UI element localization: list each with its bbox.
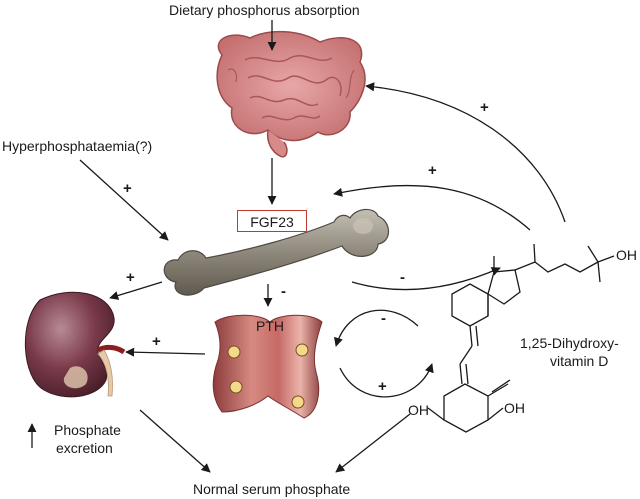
- label-oh-right: OH: [504, 400, 525, 416]
- intestine-illustration: [216, 30, 366, 158]
- sign-plus-loop: +: [378, 378, 387, 395]
- label-phosphate-line2: excretion: [56, 440, 113, 456]
- arrow-vitd-to-pth-inhibit: [334, 309, 419, 347]
- vitamin-d-structure: [427, 243, 615, 433]
- sign-minus-loop: -: [381, 310, 386, 327]
- sign-plus-hyper: +: [123, 180, 132, 197]
- label-normal-serum-phosphate: Normal serum phosphate: [193, 481, 351, 497]
- arrow-pth-to-kidney: [125, 347, 206, 357]
- label-dietary-absorption: Dietary phosphorus absorption: [169, 2, 360, 18]
- arrow-hyper-to-bone: [79, 159, 169, 241]
- sign-plus-vitd-gut: +: [480, 99, 489, 116]
- label-oh-top: OH: [616, 247, 637, 263]
- label-oh-left: OH: [408, 402, 429, 418]
- arrow-pth-to-vitd-stimulate: [339, 363, 434, 398]
- label-phosphate-line1: Phosphate: [54, 422, 121, 438]
- sign-minus-bone-vitd: -: [400, 269, 405, 286]
- kidney-illustration: [24, 291, 126, 398]
- bone-illustration: [163, 208, 390, 296]
- arrow-bone-to-kidney: [109, 281, 163, 300]
- arrow-vitd-to-gut: [365, 82, 566, 223]
- label-vitamin-d-line2: vitamin D: [550, 353, 609, 369]
- label-vitamin-d-line1: 1,25-Dihydroxy-: [520, 335, 619, 351]
- arrow-vitd-to-bone: [333, 184, 531, 231]
- arrow-vitd-to-normal: [335, 413, 411, 473]
- arrows: [27, 20, 566, 473]
- sign-minus-bone-pth: -: [281, 283, 286, 300]
- sign-plus-vitd-bone: +: [428, 162, 437, 179]
- fgf23-box: FGF23: [237, 210, 307, 232]
- sign-plus-bone-kidney: +: [126, 269, 135, 286]
- label-pth: PTH: [256, 318, 284, 334]
- arrow-bone-to-vitd: [351, 267, 501, 291]
- label-hyperphosphataemia: Hyperphosphataemia(?): [2, 138, 153, 154]
- parathyroid-illustration: [212, 314, 323, 419]
- sign-plus-pth-kidney: +: [152, 333, 161, 350]
- arrow-kidney-to-normal: [139, 409, 211, 473]
